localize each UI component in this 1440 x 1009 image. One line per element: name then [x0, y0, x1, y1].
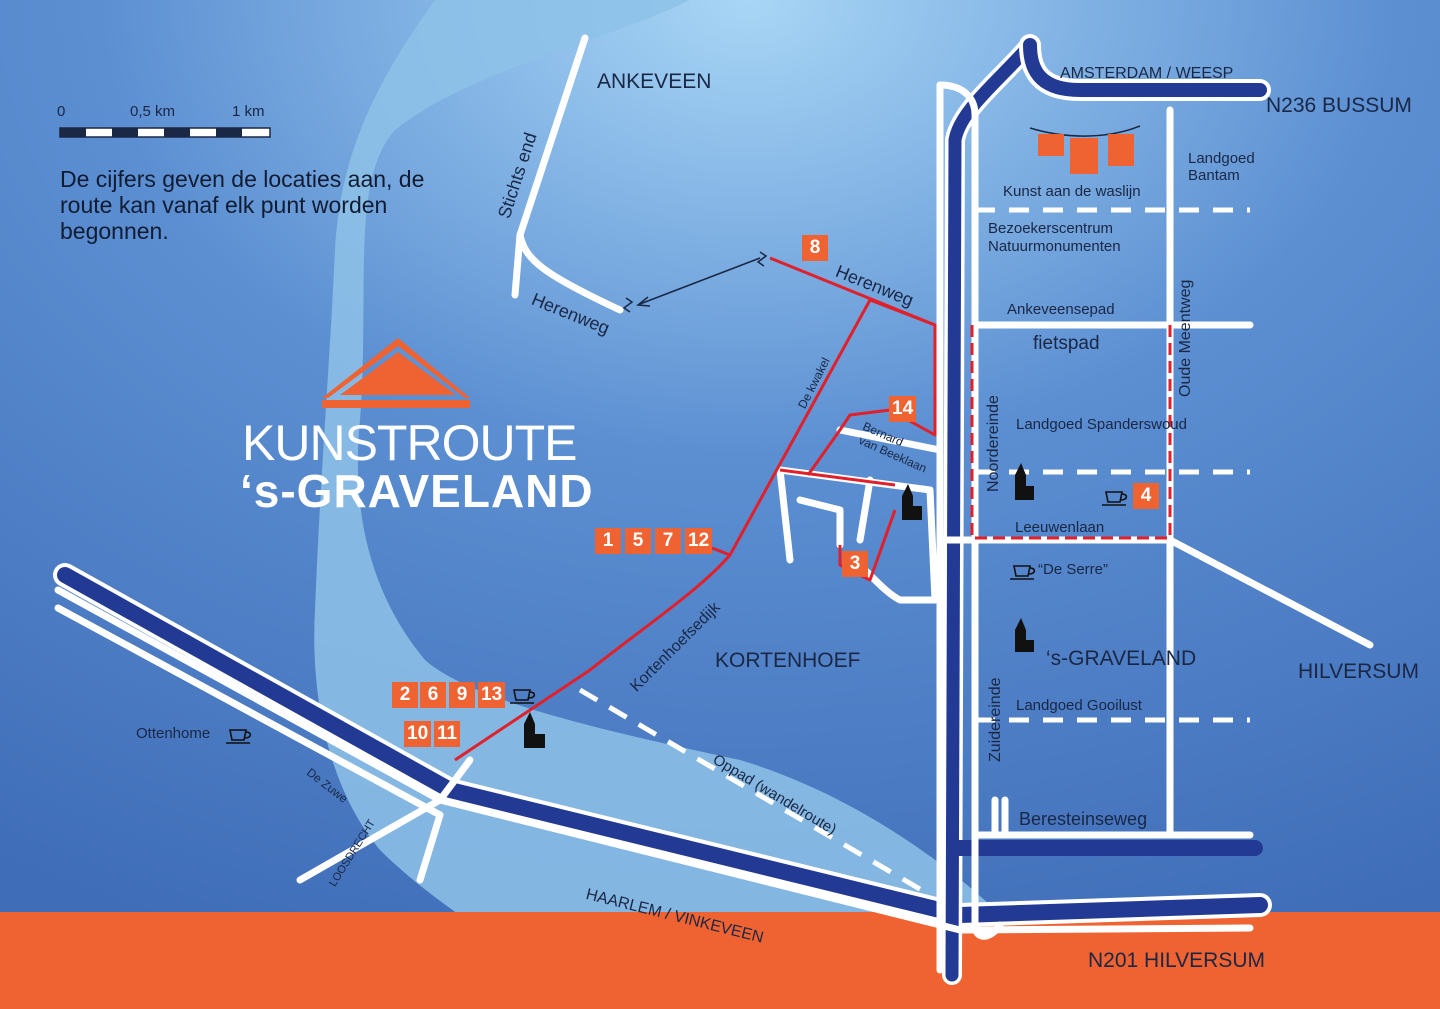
location-badge-11[interactable]: 11: [434, 721, 461, 747]
coffee-cup-icons: [226, 491, 1128, 744]
road-beresteinseweg: Beresteinseweg: [1019, 809, 1148, 829]
location-badge-14[interactable]: 14: [889, 396, 917, 422]
poi-bezoekerscentrum-2: Natuurmonumenten: [988, 238, 1121, 255]
poi-gooilust: Landgoed Gooilust: [1016, 697, 1142, 714]
road-fietspad: fietspad: [1033, 333, 1100, 354]
location-badge-6[interactable]: 6: [420, 682, 446, 708]
title-line2: ‘s-GRAVELAND: [240, 465, 594, 517]
location-badge-13[interactable]: 13: [478, 682, 506, 708]
location-badge-9[interactable]: 9: [449, 682, 475, 708]
location-badge-10[interactable]: 10: [404, 721, 432, 747]
poi-bezoekerscentrum-1: Bezoekerscentrum: [988, 220, 1114, 237]
location-badge-7[interactable]: 7: [655, 528, 681, 554]
poi-landgoed-bantam-2: Bantam: [1188, 167, 1240, 184]
road-zuidereinde: Zuidereinde: [987, 677, 1004, 763]
route-note: De cijfers geven de locaties aan, de rou…: [60, 166, 425, 244]
scale-bar: [59, 127, 271, 138]
logo-roof-icon: [322, 338, 470, 408]
herenweg-arrow: [622, 251, 768, 313]
poi-landgoed-bantam-1: Landgoed: [1188, 150, 1255, 167]
place-kortenhoef: KORTENHOEF: [715, 649, 861, 672]
title-line1: KUNSTROUTE: [242, 415, 577, 471]
road-n201: N201 HILVERSUM: [1088, 949, 1266, 972]
location-badge-2[interactable]: 2: [392, 682, 418, 708]
location-badge-8[interactable]: 8: [802, 235, 828, 261]
water-area: [314, 0, 1081, 1009]
road-n236: N236 BUSSUM: [1266, 94, 1412, 117]
location-badge-4[interactable]: 4: [1133, 483, 1159, 509]
church-icons: [524, 463, 1034, 748]
poi-de-serre: “De Serre”: [1038, 561, 1109, 578]
location-badge-3[interactable]: 3: [842, 551, 868, 577]
poi-kunst-waslijn: Kunst aan de waslijn: [1003, 183, 1141, 200]
laundry-icon: [1029, 125, 1141, 174]
location-badge-1[interactable]: 1: [595, 528, 621, 554]
poi-ottenhome: Ottenhome: [136, 725, 211, 742]
scale-label-half: 0,5 km: [130, 103, 176, 120]
road-ankeveensepad: Ankeveensepad: [1007, 301, 1115, 318]
place-hilversum: HILVERSUM: [1298, 660, 1419, 683]
place-ankeveen: ANKEVEEN: [597, 70, 712, 93]
scale-label-1km: 1 km: [232, 103, 265, 120]
road-noordereinde: Noordereinde: [985, 395, 1002, 492]
location-badge-12[interactable]: 12: [685, 528, 713, 554]
road-oude-meentweg: Oude Meentweg: [1177, 279, 1194, 397]
place-s-graveland: ‘s-GRAVELAND: [1046, 647, 1197, 670]
poi-spanderswoud: Landgoed Spanderswoud: [1016, 416, 1187, 433]
road-leeuwenlaan: Leeuwenlaan: [1015, 519, 1105, 536]
highways: [53, 34, 1272, 985]
scale-label-0: 0: [57, 103, 66, 120]
road-amsterdam-weesp: AMSTERDAM / WEESP: [1060, 65, 1234, 82]
location-badge-5[interactable]: 5: [625, 528, 651, 554]
